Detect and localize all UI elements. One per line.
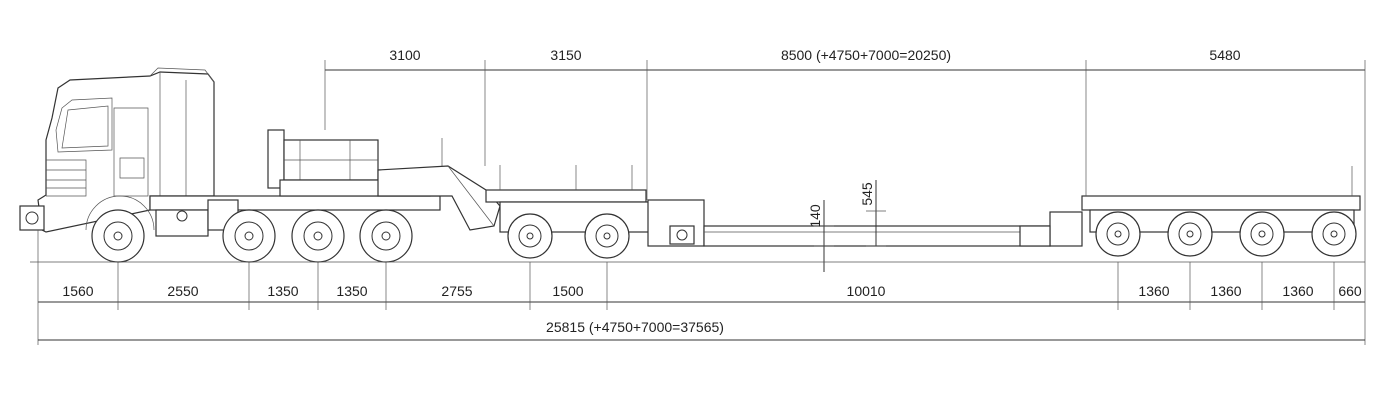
vertical-dimensions: 140 545 xyxy=(807,182,875,228)
tractor-truck xyxy=(19,67,443,263)
bottom-dimensions: 1560 2550 1350 1350 2755 1500 10010 1360… xyxy=(37,196,1366,345)
dim-bottom-4: 1350 xyxy=(336,283,367,299)
dim-bottom-8: 1360 xyxy=(1138,283,1169,299)
dim-top-4: 5480 xyxy=(1209,47,1240,63)
gooseneck-dolly xyxy=(377,165,705,259)
dim-bottom-5: 2755 xyxy=(441,283,472,299)
dim-vertical-1: 140 xyxy=(807,204,823,228)
dim-top-2: 3150 xyxy=(550,47,581,63)
low-bed-deck xyxy=(703,180,1083,272)
overall-dimension: 25815 (+4750+7000=37565) xyxy=(38,319,1365,341)
dim-bottom-1: 1560 xyxy=(62,283,93,299)
top-dimensions: 3100 3150 8500 (+4750+7000=20250) 5480 xyxy=(324,47,1366,200)
dim-vertical-2: 545 xyxy=(859,182,875,206)
dim-overall: 25815 (+4750+7000=37565) xyxy=(546,319,724,335)
dim-bottom-3: 1350 xyxy=(267,283,298,299)
dim-bottom-10: 1360 xyxy=(1282,283,1313,299)
dim-bottom-2: 2550 xyxy=(167,283,198,299)
dim-top-1: 3100 xyxy=(389,47,420,63)
dim-bottom-6: 1500 xyxy=(552,283,583,299)
rear-bogie xyxy=(1081,166,1361,257)
dim-bottom-9: 1360 xyxy=(1210,283,1241,299)
dim-top-3: 8500 (+4750+7000=20250) xyxy=(781,47,951,63)
dim-bottom-7: 10010 xyxy=(847,283,886,299)
dim-bottom-11: 660 xyxy=(1338,283,1362,299)
